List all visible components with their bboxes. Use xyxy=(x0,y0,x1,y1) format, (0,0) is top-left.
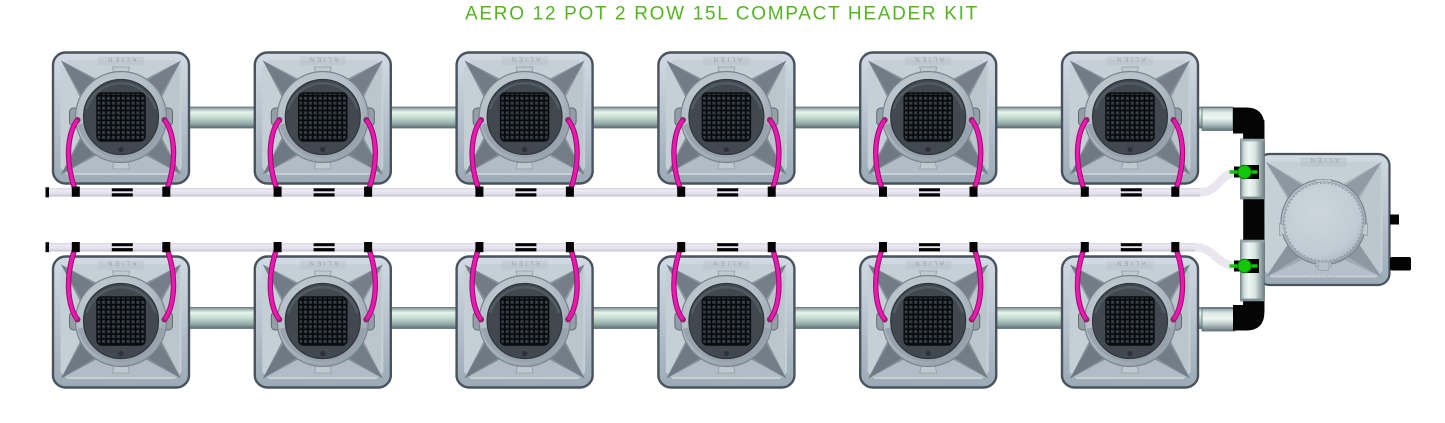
svg-text:AERO 12 POT 2 ROW 15L COMPACT: AERO 12 POT 2 ROW 15L COMPACT HEADER KIT xyxy=(465,4,979,25)
